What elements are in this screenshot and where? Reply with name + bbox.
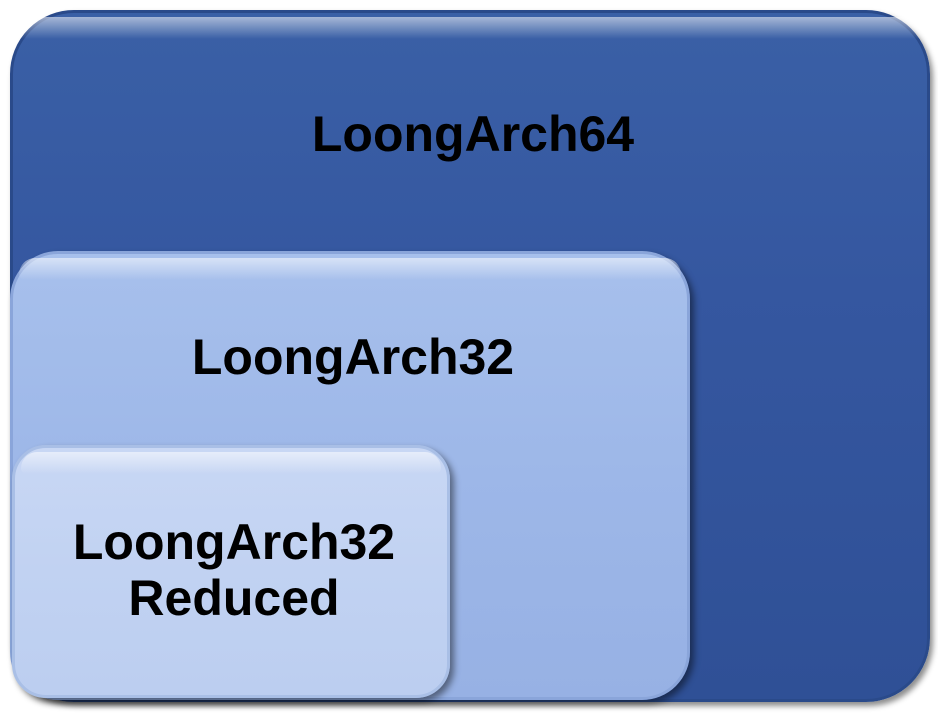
loongarch32-label: LoongArch32 bbox=[191, 329, 515, 385]
loongarch32-reduced-label-line2: Reduced bbox=[128, 570, 340, 626]
loongarch32-reduced-label-line1: LoongArch32 bbox=[72, 514, 396, 570]
loongarch32-reduced-label: LoongArch32 Reduced bbox=[15, 514, 453, 626]
loongarch32-reduced-box: LoongArch32 Reduced bbox=[12, 445, 450, 698]
loongarch64-label: LoongArch64 bbox=[311, 106, 635, 162]
